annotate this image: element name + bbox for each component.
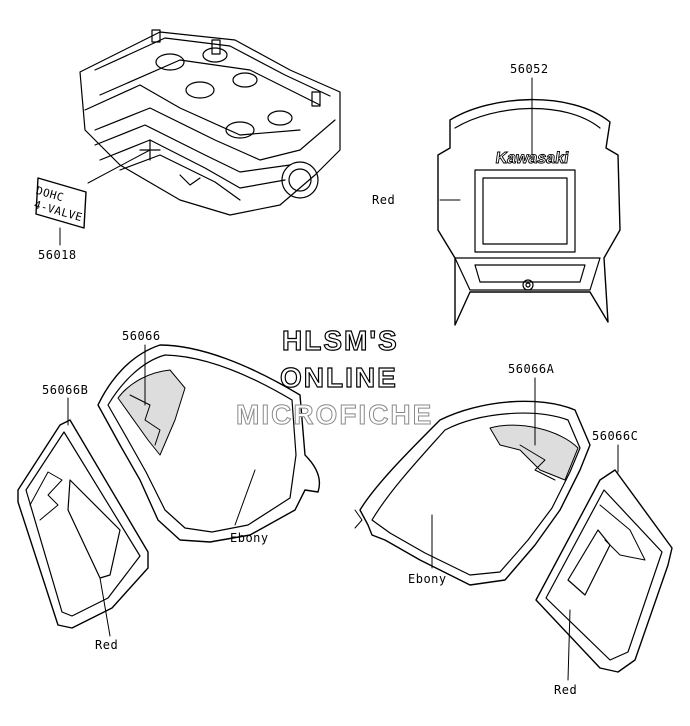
right-panel-drawing bbox=[535, 444, 673, 681]
watermark-line-3: MICROFICHE bbox=[235, 399, 434, 431]
left-shroud-color-label: Ebony bbox=[230, 531, 269, 545]
part-no-56066b: 56066B bbox=[42, 383, 89, 397]
watermark-line-1: HLSM'S bbox=[281, 324, 399, 356]
right-shroud-drawing bbox=[354, 377, 591, 586]
part-no-56018: 56018 bbox=[38, 248, 77, 262]
front-cowl-drawing bbox=[437, 77, 621, 326]
right-panel-color-label: Red bbox=[554, 683, 578, 697]
part-no-56052: 56052 bbox=[510, 62, 549, 76]
kawasaki-logo: Kawasaki bbox=[494, 150, 570, 168]
cowl-color-label: Red bbox=[372, 193, 396, 207]
left-panel-drawing bbox=[17, 397, 149, 637]
part-no-56066: 56066 bbox=[122, 329, 161, 343]
dohc-tag-drawing bbox=[35, 177, 87, 229]
right-shroud-color-label: Ebony bbox=[408, 572, 447, 586]
watermark-line-2: ONLINE bbox=[279, 361, 398, 393]
cylinder-head-drawing bbox=[59, 29, 341, 246]
part-no-56066c: 56066C bbox=[592, 429, 639, 443]
left-shroud-drawing bbox=[97, 344, 321, 543]
left-panel-color-label: Red bbox=[95, 638, 119, 652]
part-no-56066a: 56066A bbox=[508, 362, 555, 376]
